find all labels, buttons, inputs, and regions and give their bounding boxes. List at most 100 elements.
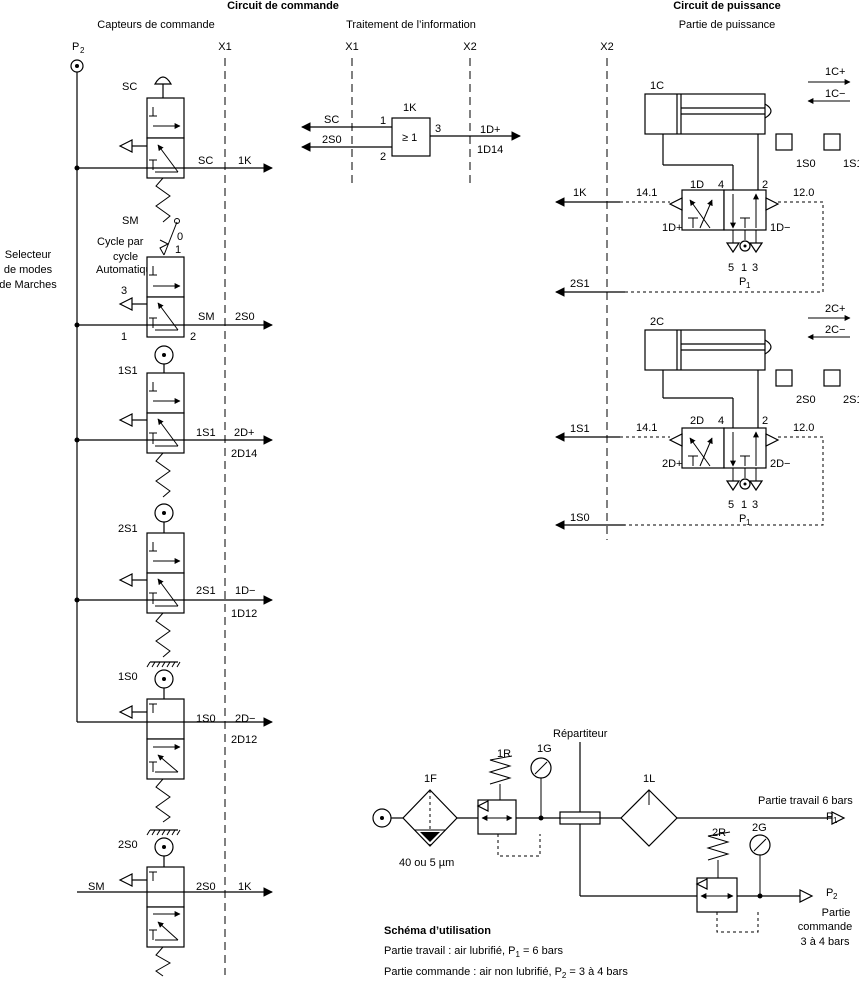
selector-label-3: de Marches [0, 279, 57, 291]
selector-sm-name: SM [122, 215, 139, 227]
valve-1d-minus: 1D− [770, 222, 791, 234]
air-cmd3: 3 à 4 bars [801, 936, 850, 948]
cyl-2c-name: 2C [650, 316, 664, 328]
label-x2-b: X2 [600, 41, 613, 53]
label-x1-a: X1 [218, 41, 231, 53]
cyl-1c-plus: 1C+ [825, 66, 846, 78]
valve-2d-supply: P [739, 513, 746, 525]
selector-pos0: 0 [177, 231, 183, 243]
pos-2s0: 2S0 [796, 394, 816, 406]
air-repartiteur: Répartiteur [553, 728, 608, 740]
cyl-2c-minus: 2C− [825, 324, 846, 336]
logic-p2: 2 [380, 151, 386, 163]
sensor-1s1-sig: 2D+ [234, 427, 255, 439]
header-traitement: Traitement de l’information [346, 19, 476, 31]
valve-2d-minus: 2D− [770, 458, 791, 470]
svg-text:2: 2 [80, 46, 85, 55]
svg-text:2: 2 [833, 892, 838, 901]
selector-label-1: Selecteur [5, 249, 52, 261]
sensor-sc: SC SC 1K [77, 76, 273, 223]
valve-1d-p2: 2 [762, 179, 768, 191]
selector-auto: Automatique [96, 264, 158, 276]
logic-1k-name: 1K [403, 102, 417, 114]
cyl-1c-minus: 1C− [825, 88, 846, 100]
valve-1d-plus: 1D+ [662, 222, 683, 234]
selector-sig: 2S0 [235, 311, 255, 323]
valve-1d-in: 1K [573, 187, 587, 199]
label-x2-a: X2 [463, 41, 476, 53]
supply-p2-label: P [72, 41, 79, 53]
power-unit-2: 2C 2C+ 2C− 2S0 2S1 2D 4 2 [555, 303, 859, 530]
svg-text:1: 1 [746, 518, 751, 527]
valve-1d-p141: 14.1 [636, 187, 657, 199]
selector-port3: 3 [121, 285, 127, 297]
sensor-sc-out: SC [198, 155, 213, 167]
valve-2d-p3: 3 [752, 499, 758, 511]
sensor-1s1: 1S1 1S1 2D+ 2D14 [77, 345, 273, 498]
sensor-1s0-name: 1S0 [118, 671, 138, 683]
sensor-2s1-out: 2S1 [196, 585, 216, 597]
sensor-1s0-sig2: 2D12 [231, 734, 257, 746]
label-x1-b: X1 [345, 41, 358, 53]
sensor-2s0-sig: 1K [238, 881, 252, 893]
air-lub-name: 1L [643, 773, 655, 785]
usage-notes: Schéma d’utilisation Partie travail : ai… [384, 925, 628, 980]
header-circuit-commande: Circuit de commande [227, 0, 339, 12]
logic-p1: 1 [380, 115, 386, 127]
valve-2d-p141: 14.1 [636, 422, 657, 434]
selector-cycle-2: cycle [113, 251, 138, 263]
svg-text:1: 1 [833, 816, 838, 825]
air-preparation: 1F 40 ou 5 µm 1R 1G Répartiteur 1L P [372, 728, 853, 948]
usage-line2: Partie commande : air non lubrifié, P2 =… [384, 966, 628, 980]
logic-in2: 2S0 [322, 134, 342, 146]
valve-2d-p5: 5 [728, 499, 734, 511]
air-p2: P [826, 887, 833, 899]
sensor-1s0-out: 1S0 [196, 713, 216, 725]
valve-2d-in: 1S1 [570, 423, 590, 435]
air-cmd2: commande [798, 921, 852, 933]
valve-2d-p120: 12.0 [793, 422, 814, 434]
selector-port1: 1 [121, 331, 127, 343]
valve-2d-p2: 2 [762, 415, 768, 427]
separator-lines [224, 58, 608, 975]
selector-pos1: 1 [175, 244, 181, 256]
sensor-2s1-sig: 1D− [235, 585, 256, 597]
valve-1d-p5: 5 [728, 262, 734, 274]
sensor-1s0: 1S0 1S0 2D− 2D12 [77, 661, 273, 823]
sensor-2s0-in: SM [88, 881, 105, 893]
valve-1d-p120: 12.0 [793, 187, 814, 199]
sensor-2s0-name: 2S0 [118, 839, 138, 851]
power-unit-1: 1C 1C+ 1C− 1S0 1S1 1D 4 2 [555, 66, 859, 297]
logic-1k-op: ≥ 1 [402, 132, 417, 144]
selector-cycle-1: Cycle par [97, 236, 144, 248]
cyl-2c-plus: 2C+ [825, 303, 846, 315]
sensor-2s1-sig2: 1D12 [231, 608, 257, 620]
cyl-1c-name: 1C [650, 80, 664, 92]
sensor-2s0-out: 2S0 [196, 881, 216, 893]
selector-out: SM [198, 311, 215, 323]
supply-p2: P 2 [70, 41, 85, 722]
valve-1d-supply: P [739, 276, 746, 288]
sensor-1s1-sig2: 2D14 [231, 448, 257, 460]
logic-in1: SC [324, 114, 339, 126]
sensor-2s1: 2S1 2S1 1D− 1D12 [77, 503, 273, 658]
air-p1: P [826, 811, 833, 823]
selector-port2: 2 [190, 331, 196, 343]
sensor-1s0-sig: 2D− [235, 713, 256, 725]
valve-2d-p1: 1 [741, 499, 747, 511]
valve-1d-p1: 1 [741, 262, 747, 274]
header-partie-puissance: Partie de puissance [679, 19, 776, 31]
air-cmd1: Partie [822, 907, 851, 919]
valve-2d-p4: 4 [718, 415, 724, 427]
pos-1s0: 1S0 [796, 158, 816, 170]
pos-2s1: 2S1 [843, 394, 859, 406]
sensor-1s1-name: 1S1 [118, 365, 138, 377]
valve-1d-in2: 2S1 [570, 278, 590, 290]
air-filter-note: 40 ou 5 µm [399, 857, 454, 869]
air-gauge1-name: 1G [537, 743, 552, 755]
valve-1d-name: 1D [690, 179, 704, 191]
valve-1d-p3: 3 [752, 262, 758, 274]
selector-sm: Selecteur de modes de Marches SM Cycle p… [0, 215, 273, 343]
usage-line1: Partie travail : air lubrifié, P1 = 6 ba… [384, 945, 563, 959]
